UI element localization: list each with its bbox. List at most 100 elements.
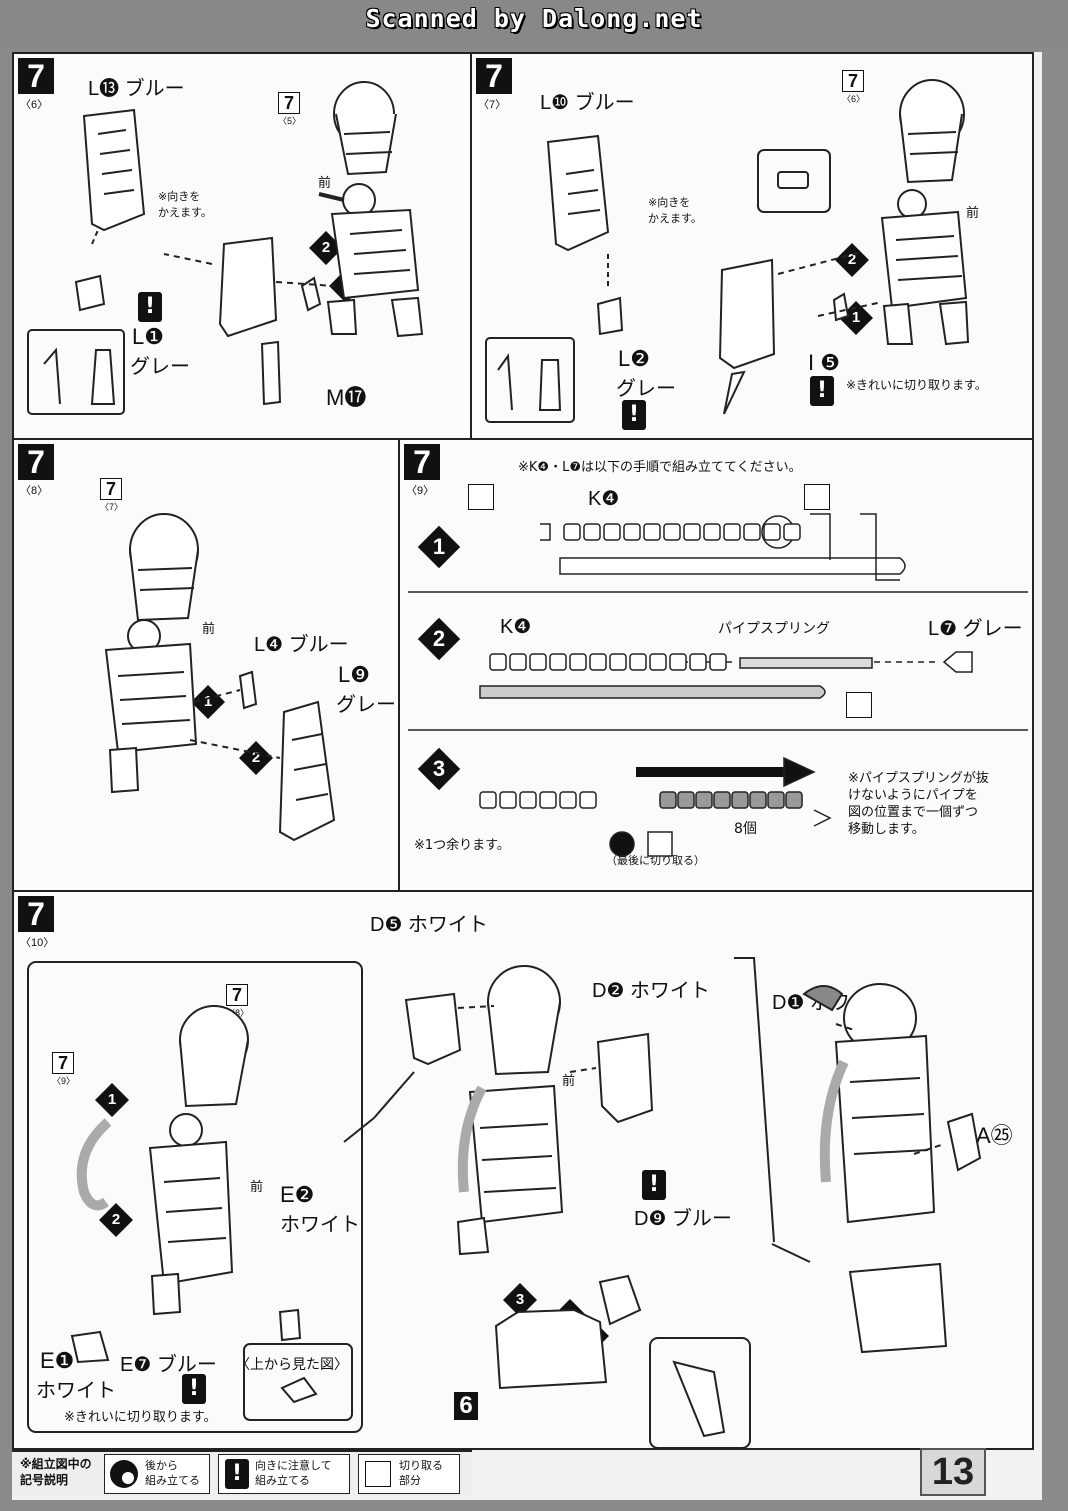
pipe-segment — [489, 653, 507, 671]
panel-step-7-10: 7 〈10〉 7〈8〉 7〈9〉 D❺ ホワイト D❷ ホワイト D❶ ホワイト… — [12, 890, 1034, 1450]
part-color-grey: グレー — [130, 356, 190, 378]
front-label: 前 — [318, 176, 332, 191]
pipe-segment — [549, 653, 567, 671]
part-color-white: ホワイト — [280, 1214, 360, 1236]
pipe-segment — [663, 523, 681, 541]
pipe-segment — [589, 653, 607, 671]
substep-label: 〈10〉 — [20, 937, 55, 949]
legend-item-orientation: ! 向きに注意して 組み立てる — [218, 1454, 350, 1494]
pipe-segment — [763, 523, 781, 541]
pipe-segment-moved — [677, 791, 695, 809]
scan-credit: Scanned by Dalong.net — [365, 4, 703, 33]
reference-step-9: 7〈9〉 — [52, 1052, 76, 1086]
pipe-segment — [569, 653, 587, 671]
pipe-segment — [743, 523, 761, 541]
panel-step-7-9: 7 〈9〉 ※K❹・L❼は以下の手順で組み立ててください。 1 K❹ 2 K❹ … — [398, 438, 1034, 892]
part-label-l10: L❿ ブルー — [540, 92, 635, 114]
orientation-warning-icon: ! — [182, 1374, 206, 1404]
rotate-note: ※向きを かえます。 — [158, 190, 212, 219]
pipe-segment-moved — [731, 791, 749, 809]
pipe-segment — [539, 791, 557, 809]
legend-item-assemble-later: 後から 組み立てる — [104, 1454, 210, 1494]
part-drawings — [27, 957, 982, 1449]
part-label-l1: L❶ — [132, 324, 164, 349]
assembly-intro-note: ※K❹・L❼は以下の手順で組み立ててください。 — [518, 460, 802, 475]
pipe-segment — [703, 523, 721, 541]
part-label-d2: D❷ ホワイト — [592, 980, 710, 1002]
pipe-segment — [723, 523, 741, 541]
part-label-i5: I ❺ — [808, 350, 840, 375]
pipe-segments — [479, 523, 803, 809]
substep-label: 〈8〉 — [20, 485, 49, 497]
reference-step-8: 7〈8〉 — [226, 984, 250, 1018]
assemble-later-icon — [110, 1460, 138, 1488]
cut-symbol-icon — [846, 692, 872, 718]
pipe-segment — [629, 653, 647, 671]
pipe-segment — [689, 653, 707, 671]
panel-step-7-6: 7 〈6〉 7〈5〉 L⓭ ブルー ※向きを かえます。 前 ! L❶ グレー … — [12, 52, 472, 440]
scan-header-bar — [0, 0, 1068, 46]
part-drawings — [104, 513, 336, 842]
instruction-page: 7 〈6〉 7〈5〉 L⓭ ブルー ※向きを かえます。 前 ! L❶ グレー … — [12, 52, 1042, 1500]
part-label-l7: L❼ グレー — [928, 618, 1023, 640]
part-label-a25: A㉕ — [976, 1123, 1013, 1148]
orientation-warning-icon: ! — [642, 1170, 666, 1200]
pipe-segment — [623, 523, 641, 541]
part-color-grey: グレー — [616, 378, 676, 400]
pipe-segment — [783, 523, 801, 541]
front-label: 前 — [202, 622, 216, 637]
panel-step-7-7: 7 〈7〉 7〈6〉 L❿ ブルー ※向きを かえます。 前 L❷ グレー ! … — [470, 52, 1034, 440]
part-label-e2: E❷ — [280, 1182, 315, 1207]
last-cut-note: （最後に切り取る） — [606, 854, 705, 867]
cut-symbol-icon — [804, 484, 830, 510]
leftover-note: ※1つ余ります。 — [414, 838, 510, 853]
part-color-white: ホワイト — [36, 1380, 116, 1402]
orientation-warning-icon: ! — [138, 292, 162, 322]
pipe-segment-moved — [785, 791, 803, 809]
pipe-segment — [519, 791, 537, 809]
part-label-k4: K❹ — [588, 488, 620, 510]
part-label-d9: D❾ ブルー — [634, 1208, 732, 1230]
legend-item-cut-area: 切り取る 部分 — [358, 1454, 460, 1494]
pipe-segment — [609, 653, 627, 671]
substep-label: 〈6〉 — [20, 99, 49, 111]
part-label-m17: M⓱ — [326, 385, 367, 410]
legend-title: ※組立図中の 記号説明 — [20, 1457, 92, 1487]
pipe-segment — [603, 523, 621, 541]
front-label: 前 — [250, 1180, 264, 1195]
pipe-segment-moved — [767, 791, 785, 809]
cut-note: ※きれいに切り取ります。 — [64, 1410, 217, 1425]
pipe-segment — [709, 653, 727, 671]
pipe-segment-moved — [659, 791, 677, 809]
pipe-segment — [669, 653, 687, 671]
part-label-e7: E❼ ブルー — [120, 1354, 217, 1376]
step-number: 7 — [18, 58, 54, 94]
pipe-segment — [509, 653, 527, 671]
reference-step: 7〈5〉 — [278, 92, 302, 126]
pipe-push-note: ※パイプスプリングが抜 けないようにパイプを 図の位置まで一個ずつ 移動します。 — [848, 771, 989, 837]
step-number: 7 — [404, 444, 440, 480]
pipe-segment — [499, 791, 517, 809]
part-label-e1: E❶ — [40, 1348, 75, 1373]
orientation-warning-icon: ! — [810, 376, 834, 406]
part-label-l4: L❹ ブルー — [254, 634, 349, 656]
pipe-segment-moved — [695, 791, 713, 809]
part-label-d5: D❺ ホワイト — [370, 914, 488, 936]
pipe-segment — [563, 523, 581, 541]
part-label-l2: L❷ — [618, 346, 650, 371]
rotate-note: ※向きを かえます。 — [648, 196, 702, 225]
pipe-spring-label: パイプスプリング — [718, 621, 830, 637]
pipe-segment — [683, 523, 701, 541]
pipe-assembly-drawings — [408, 513, 1028, 857]
symbol-legend: ※組立図中の 記号説明 後から 組み立てる ! 向きに注意して 組み立てる 切り… — [12, 1450, 472, 1496]
page-number: 13 — [920, 1448, 986, 1496]
substep-label: 〈7〉 — [478, 99, 507, 111]
substep-label: 〈9〉 — [406, 485, 435, 497]
cut-symbol-icon — [468, 484, 494, 510]
step-number: 7 — [18, 444, 54, 480]
segment-count: 8個 — [734, 821, 757, 837]
pipe-segment-moved — [713, 791, 731, 809]
part-color-grey: グレー — [336, 694, 396, 716]
front-label: 前 — [966, 206, 980, 221]
pipe-segment — [649, 653, 667, 671]
